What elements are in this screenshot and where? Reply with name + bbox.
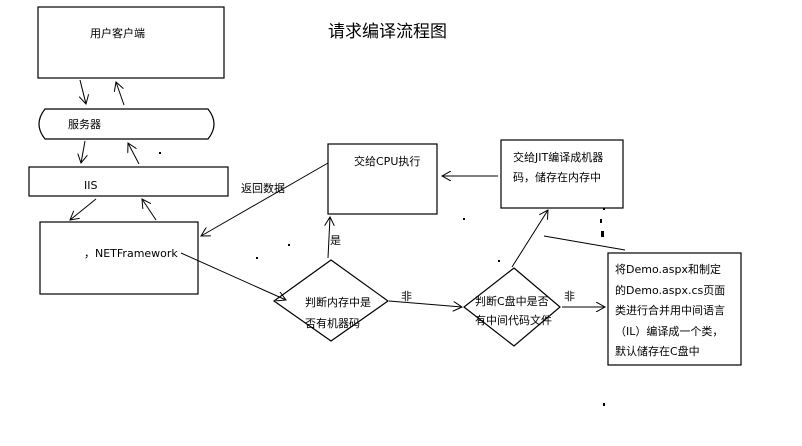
stray-mark: [601, 231, 604, 237]
edge-label-no-2: 非: [564, 290, 575, 303]
edge-label-return-data: 返回数据: [241, 182, 285, 195]
compile-line-1: 将Demo.aspx和制定: [615, 263, 721, 276]
check-c-line-1: 判断C盘中是否: [475, 295, 549, 308]
netframework-box: [39, 221, 199, 295]
iis-box: [28, 166, 229, 197]
server-box: [38, 108, 215, 140]
arrow-server-to-iis: [81, 140, 85, 163]
compile-label: 将Demo.aspx和制定 的Demo.aspx.cs页面 类进行合并用中间语言…: [615, 260, 725, 363]
check-c-label: 判断C盘中是否 有中间代码文件: [475, 292, 552, 330]
stray-mark: [463, 218, 465, 220]
edge-label-no-1: 非: [401, 290, 412, 303]
netframework-label: ，NETFramework: [84, 247, 178, 260]
compile-line-5: 默认储存在C盘中: [615, 345, 700, 358]
server-label: 服务器: [68, 118, 101, 131]
check-memory-diamond: [272, 259, 390, 342]
check-memory-line-1: 判断内存中是: [305, 296, 371, 309]
arrow-check-c-to-jit: [511, 210, 548, 268]
line-compile-to-check-c: [543, 235, 626, 251]
stray-mark: [603, 208, 605, 210]
jit-label: 交给JIT编译成机器 码，储存在内存中: [513, 148, 603, 188]
arrow-server-to-client: [116, 82, 125, 106]
diagram-title: 请求编译流程图: [328, 22, 447, 42]
arrow-check-memory-to-cpu: [328, 217, 330, 259]
check-memory-label: 判断内存中是 否有机器码: [305, 292, 371, 334]
stray-mark: [159, 152, 161, 154]
cpu-box: [327, 143, 438, 215]
jit-label-line-1: 交给JIT编译成机器: [513, 151, 604, 164]
arrow-netframework-to-check-memory: [180, 252, 286, 300]
check-c-diamond: [463, 267, 561, 347]
arrow-netframework-to-iis: [142, 199, 157, 221]
jit-box: [500, 139, 624, 209]
jit-label-line-2: 码，储存在内存中: [513, 171, 601, 184]
client-label: 用户客户端: [90, 27, 145, 40]
check-memory-line-2: 否有机器码: [305, 317, 360, 330]
compile-box: [607, 252, 742, 366]
arrow-iis-to-netframework: [70, 198, 97, 220]
client-box: [37, 6, 225, 79]
stray-mark: [256, 257, 258, 259]
arrow-iis-to-server: [128, 143, 140, 165]
check-c-line-2: 有中间代码文件: [475, 314, 552, 327]
arrow-client-to-server: [80, 79, 86, 104]
arrow-cpu-to-netframework: [201, 162, 329, 236]
stray-mark: [603, 403, 605, 406]
compile-line-2: 的Demo.aspx.cs页面: [615, 283, 726, 297]
edge-label-yes: 是: [330, 234, 341, 247]
compile-line-3: 类进行合并用中间语言: [615, 304, 725, 317]
stray-mark: [288, 244, 290, 246]
arrow-check-memory-to-check-c: [388, 300, 462, 307]
stray-mark: [600, 219, 602, 223]
stray-mark: [498, 260, 500, 262]
cpu-label: 交给CPU执行: [354, 155, 421, 168]
compile-line-4: （IL）编译成一个类，: [615, 324, 724, 338]
iis-label: IIS: [84, 179, 98, 192]
